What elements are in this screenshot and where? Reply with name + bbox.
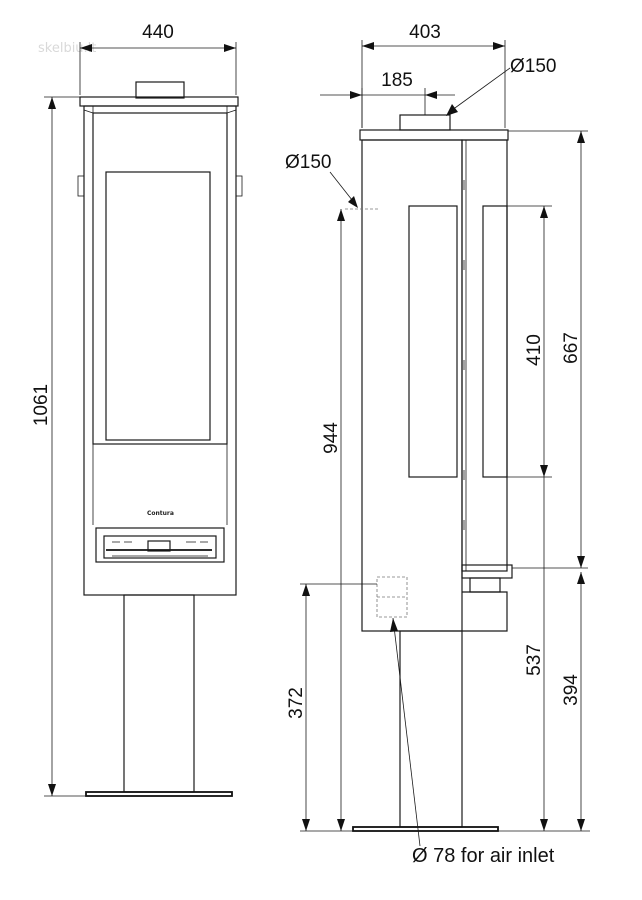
rear-flue-label: Ø150 xyxy=(285,152,331,173)
side-depth-label: 403 xyxy=(409,22,441,43)
front-view: Contura 440 1061 xyxy=(31,22,243,797)
dim-flue-offset: 185 xyxy=(320,70,455,128)
leader-rear-flue: Ø150 xyxy=(285,152,358,208)
side-window-right xyxy=(482,205,508,478)
side-top-plate xyxy=(359,129,509,141)
top-flue-label: Ø150 xyxy=(510,56,556,77)
side-control-knob xyxy=(469,577,501,593)
air-inlet-note: Ø 78 for air inlet xyxy=(412,845,555,867)
air-inlet-height-label: 372 xyxy=(286,687,307,719)
dim-glass-height: 410 xyxy=(507,205,552,478)
dim-lower-height: 394 xyxy=(561,572,585,831)
side-window-left xyxy=(408,205,458,478)
watermark-text: skelbiu.lt xyxy=(38,41,96,56)
front-air-control xyxy=(103,535,217,559)
front-flue-collar xyxy=(135,81,185,99)
glass-height-label: 410 xyxy=(524,334,545,366)
dim-rear-flue-height: 944 xyxy=(321,209,345,831)
dim-side-depth: 403 xyxy=(361,22,506,128)
base-to-flue-label: 537 xyxy=(524,644,545,676)
dim-air-inlet-height: 372 xyxy=(286,583,377,832)
side-body xyxy=(361,139,463,632)
leader-air-inlet: Ø 78 for air inlet xyxy=(390,617,555,867)
side-pedestal xyxy=(399,630,463,828)
dim-front-height: 1061 xyxy=(31,96,86,797)
side-view: 403 185 Ø150 Ø150 944 xyxy=(285,22,590,867)
dim-front-width: 440 xyxy=(79,22,237,95)
front-ash-drawer xyxy=(95,527,225,563)
front-width-label: 440 xyxy=(142,22,174,43)
side-flue-collar xyxy=(399,114,451,131)
rear-flue-height-label: 944 xyxy=(321,422,342,454)
front-door-glass xyxy=(105,171,211,441)
front-base-plate xyxy=(85,791,233,797)
front-pedestal xyxy=(123,594,195,793)
side-lower-front xyxy=(462,591,508,632)
front-door xyxy=(92,112,228,445)
front-control-lever xyxy=(147,540,171,552)
front-strip-edges xyxy=(83,109,237,114)
side-base-plate xyxy=(352,826,499,832)
front-body xyxy=(83,105,237,596)
top-to-rear-label: 667 xyxy=(561,332,582,364)
front-control-details xyxy=(112,541,208,557)
front-height-label: 1061 xyxy=(31,384,52,426)
front-left-hinge xyxy=(77,175,85,197)
front-logo: Contura xyxy=(147,510,174,517)
dim-base-to-flue: 537 xyxy=(498,477,590,832)
front-right-hinge xyxy=(235,175,243,197)
dim-top-to-rear: 667 xyxy=(508,130,588,569)
lower-height-label: 394 xyxy=(561,674,582,706)
side-door-profile xyxy=(461,139,508,572)
flue-offset-label: 185 xyxy=(381,70,413,91)
leader-top-flue: Ø150 xyxy=(446,56,556,116)
